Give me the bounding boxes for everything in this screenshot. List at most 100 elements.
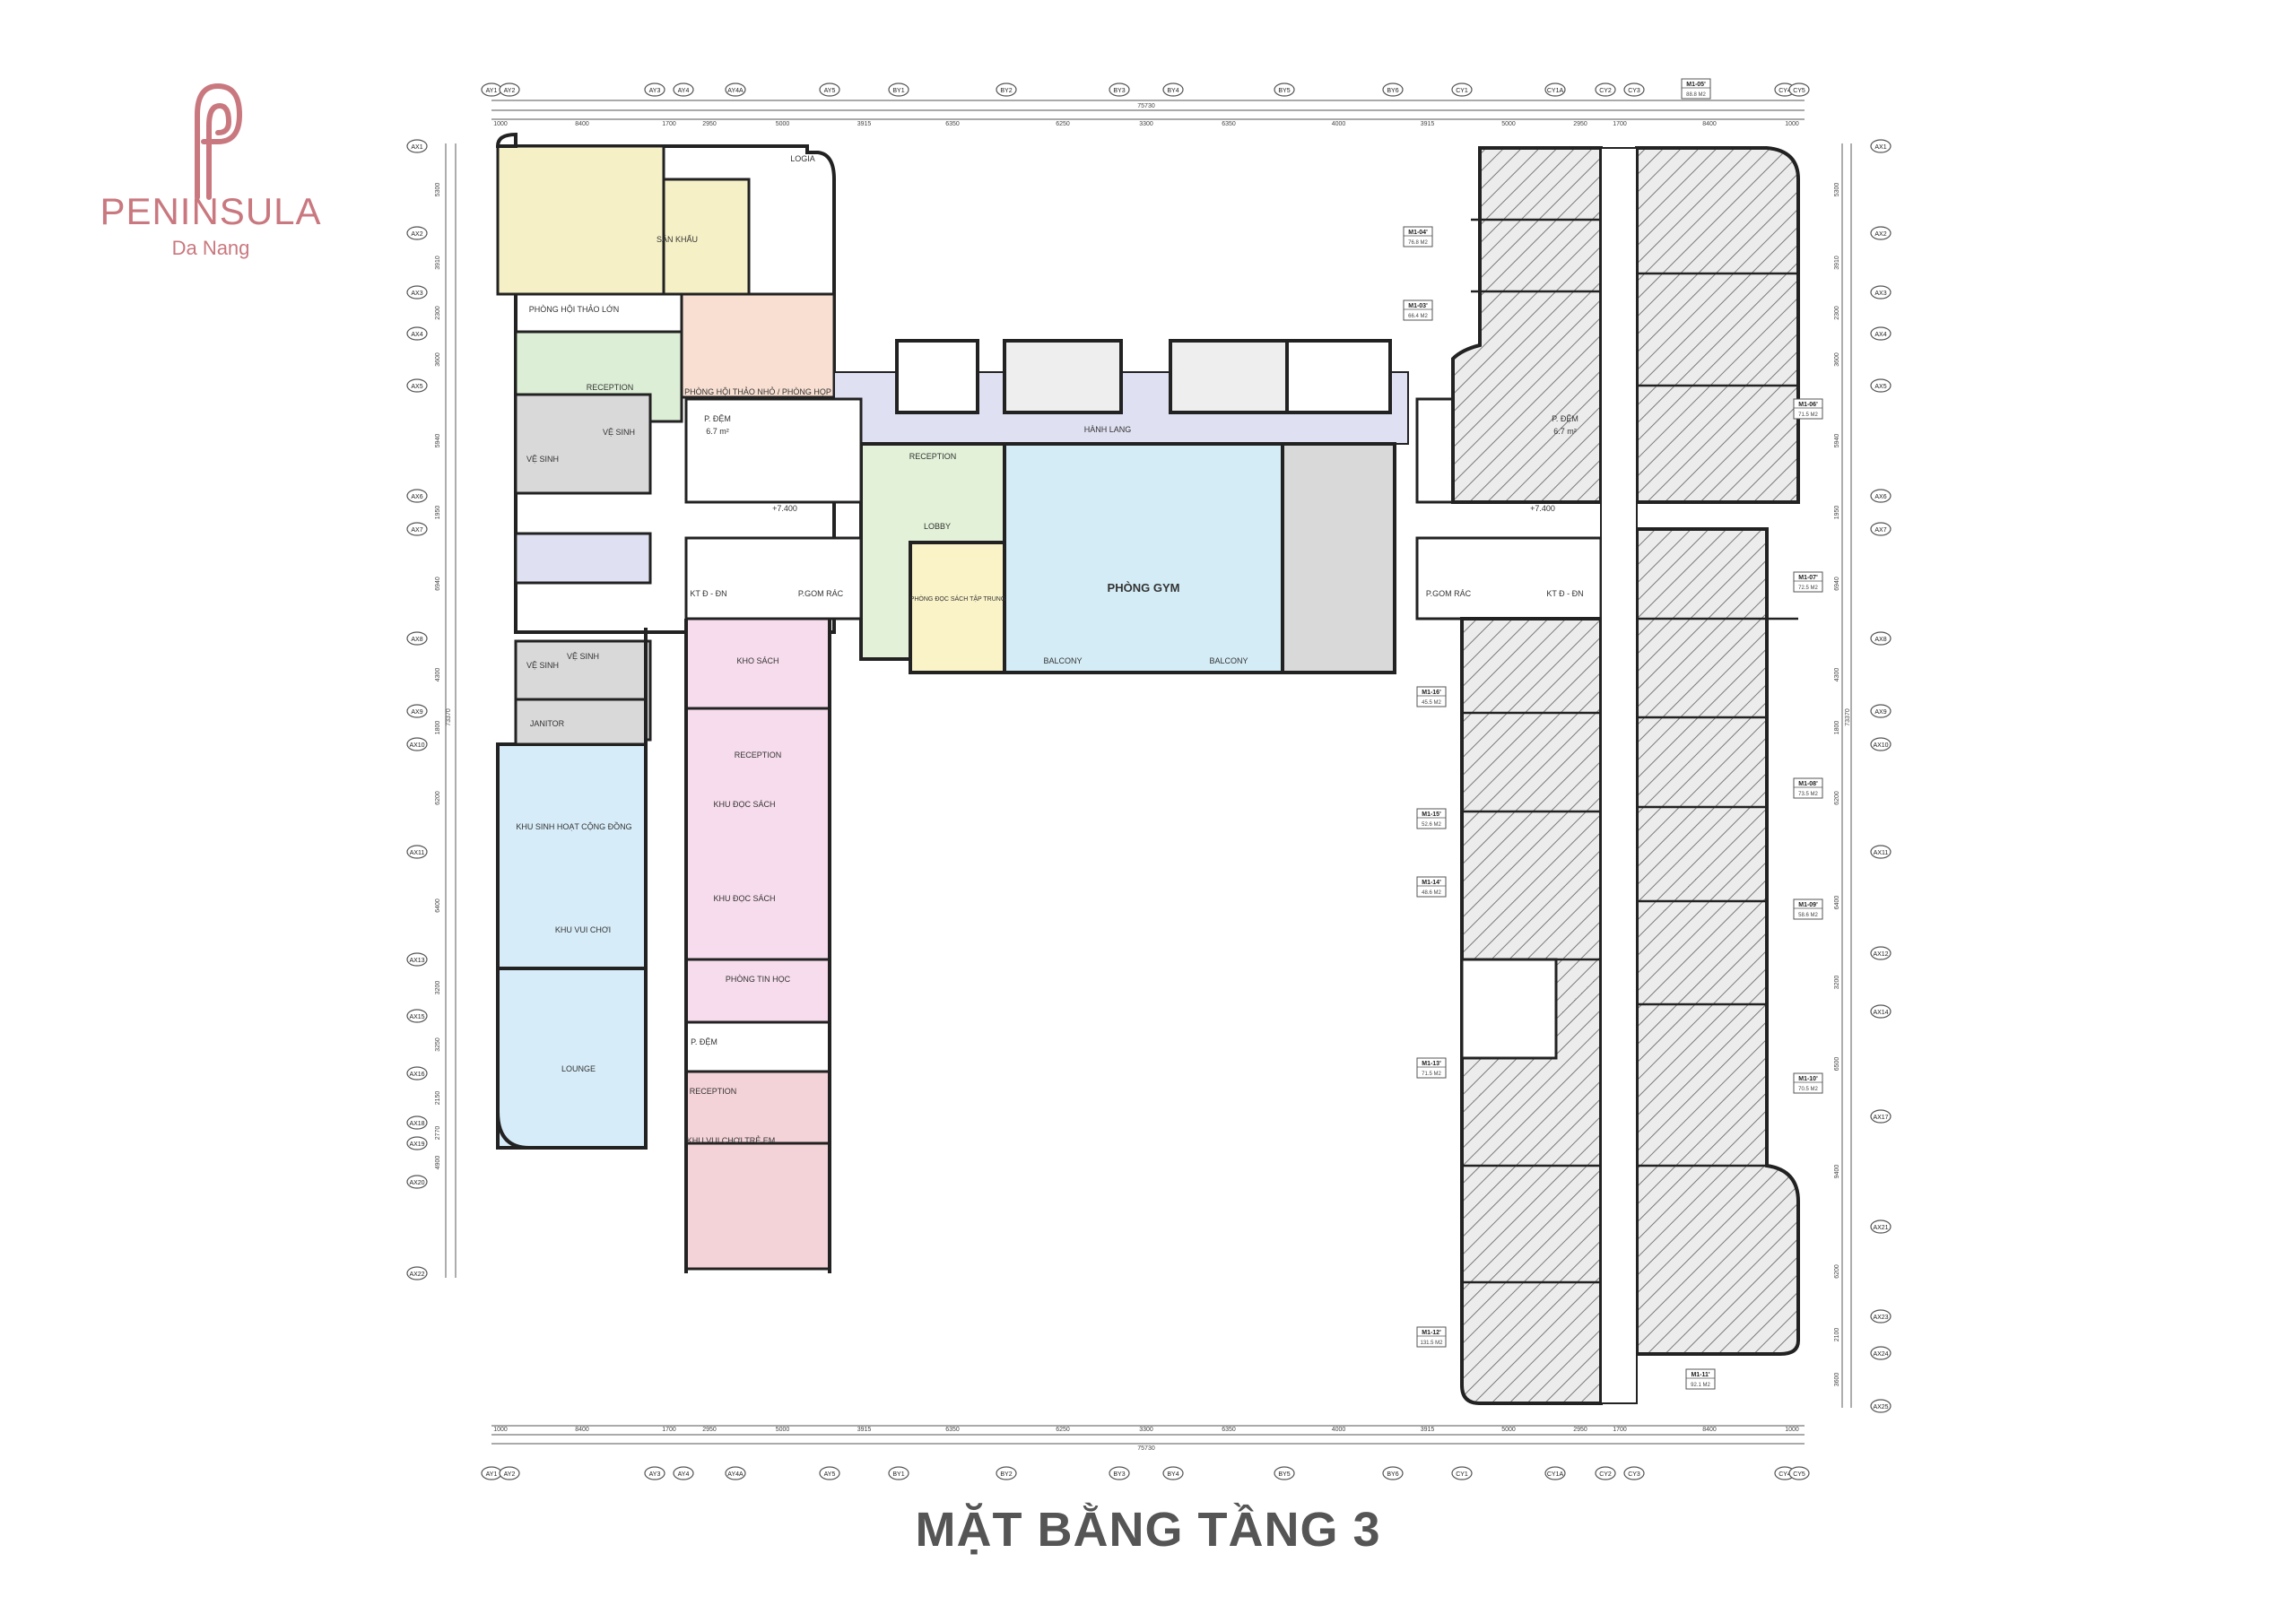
unit-code: M1-09' [1798, 902, 1818, 908]
label-janitor: JANITOR [530, 719, 565, 728]
dim-text: 5940 [435, 434, 441, 448]
svg-text:CY4: CY4 [1779, 1471, 1791, 1478]
svg-text:CY2: CY2 [1599, 1471, 1612, 1478]
svg-text:AX4: AX4 [411, 332, 422, 338]
grid-right-ax25: AX25 [1870, 1399, 1892, 1413]
grid-left-ax5: AX5 [406, 378, 428, 393]
unit-tag: M1-12'131.5 M2 [1416, 1326, 1447, 1348]
dim-text: 5000 [776, 121, 790, 127]
label-reception-lib: RECEPTION [735, 751, 782, 759]
dim-text: 5000 [776, 1427, 790, 1433]
label-wc-4: VỆ SINH [526, 661, 559, 670]
svg-text:AY3: AY3 [649, 88, 661, 94]
grid-bottom-ay5: AY5 [819, 1466, 840, 1480]
grid-bottom-ay1: AY1 [481, 1466, 502, 1480]
grid-right-ax21: AX21 [1870, 1219, 1892, 1234]
dim-text: 4000 [1332, 1427, 1346, 1433]
grid-right-ax8: AX8 [1870, 631, 1892, 646]
grid-bottom-cy1: CY1 [1451, 1466, 1473, 1480]
unit-code: M1-16' [1422, 690, 1441, 696]
svg-text:BY6: BY6 [1387, 1471, 1398, 1478]
svg-text:AX3: AX3 [411, 291, 422, 297]
grid-left-ax20: AX20 [406, 1175, 428, 1189]
unit-code: M1-11' [1691, 1372, 1709, 1378]
dim-text: 2100 [1834, 1328, 1840, 1342]
meeting-room [680, 292, 836, 399]
left-wing [495, 132, 836, 742]
central-block [833, 339, 1409, 674]
grid-left-ax10: AX10 [406, 737, 428, 751]
dimensions-right: 5300391023003600594019506940430018006200… [1834, 183, 1851, 1387]
unit-code: M1-03' [1408, 303, 1428, 309]
unit-code: M1-08' [1798, 781, 1818, 787]
label-lobby: LOBBY [924, 522, 951, 531]
dim-text: 1700 [1613, 121, 1627, 127]
label-wc-1: VỆ SINH [603, 428, 635, 437]
svg-text:AX2: AX2 [1874, 231, 1886, 238]
dim-text: 3200 [1834, 976, 1840, 990]
grid-right-ax12: AX12 [1870, 946, 1892, 960]
unit-code: M1-07' [1798, 575, 1818, 581]
label-kt-right: KT Đ - ĐN [1546, 589, 1583, 598]
grid-top-cy5: CY5 [1788, 82, 1810, 97]
svg-text:BY2: BY2 [1000, 1471, 1012, 1478]
dim-text: 1800 [1834, 721, 1840, 735]
grid-top-cy1: CY1 [1451, 82, 1473, 97]
unit-area: 76.8 M2 [1408, 240, 1428, 246]
grid-right-ax2: AX2 [1870, 226, 1892, 240]
grid-right-ax11: AX11 [1870, 845, 1892, 859]
unit-tag: M1-07'72.5 M2 [1793, 571, 1823, 593]
dim-text: 2950 [702, 121, 717, 127]
dim-text: 5000 [1501, 1427, 1516, 1433]
unit-code: M1-12' [1422, 1330, 1441, 1336]
label-p-dem-area: 6.7 m² [706, 427, 729, 436]
svg-text:BY5: BY5 [1278, 88, 1290, 94]
grid-right-ax14: AX14 [1870, 1004, 1892, 1019]
apartment-tower [1451, 146, 1800, 1405]
dim-text: 2300 [435, 306, 441, 320]
svg-text:BY3: BY3 [1113, 88, 1125, 94]
svg-text:AX8: AX8 [411, 637, 422, 643]
svg-text:AX21: AX21 [1873, 1225, 1888, 1231]
grid-left-ax7: AX7 [406, 522, 428, 536]
label-computer: PHÒNG TIN HỌC [726, 975, 791, 984]
dim-text: 9400 [1834, 1165, 1840, 1179]
dim-total: 73370 [446, 708, 452, 726]
service-rooms-left [1003, 339, 1123, 414]
lift-core-left [684, 397, 863, 621]
grid-left-ax1: AX1 [406, 139, 428, 153]
gym [1003, 442, 1284, 674]
svg-text:AX10: AX10 [1873, 742, 1888, 749]
svg-text:AY2: AY2 [504, 1471, 516, 1478]
label-lounge: LOUNGE [561, 1064, 596, 1073]
grid-top-ay2: AY2 [499, 82, 520, 97]
dim-text: 2300 [1834, 306, 1840, 320]
grid-left-ax3: AX3 [406, 285, 428, 299]
grid-top-by4: BY4 [1162, 82, 1184, 97]
svg-text:CY1A: CY1A [1547, 88, 1564, 94]
dim-text: 3600 [435, 352, 441, 367]
dim-text: 4300 [435, 668, 441, 682]
label-reception-kids: RECEPTION [690, 1087, 737, 1096]
svg-text:AY1: AY1 [486, 88, 498, 94]
dim-text: 1000 [493, 1427, 508, 1433]
grid-top-cy3: CY3 [1623, 82, 1645, 97]
svg-text:AY3: AY3 [649, 1471, 661, 1478]
svg-text:BY2: BY2 [1000, 88, 1012, 94]
dimension-lines [445, 100, 1852, 1445]
unit-area: 48.6 M2 [1422, 890, 1441, 896]
unit-tag: M1-03'66.4 M2 [1403, 299, 1433, 321]
dim-text: 3200 [435, 981, 441, 995]
grid-bottom-ay4a: AY4A [725, 1466, 746, 1480]
svg-text:AX15: AX15 [409, 1014, 424, 1020]
svg-text:AX22: AX22 [409, 1271, 424, 1278]
unit-area: 71.5 M2 [1798, 412, 1818, 418]
svg-text:CY5: CY5 [1793, 1471, 1805, 1478]
community-wing [496, 617, 831, 1273]
grid-bottom-by3: BY3 [1109, 1466, 1130, 1480]
unit-tag: M1-15'52.6 M2 [1416, 808, 1447, 829]
dim-text: 3600 [1834, 352, 1840, 367]
